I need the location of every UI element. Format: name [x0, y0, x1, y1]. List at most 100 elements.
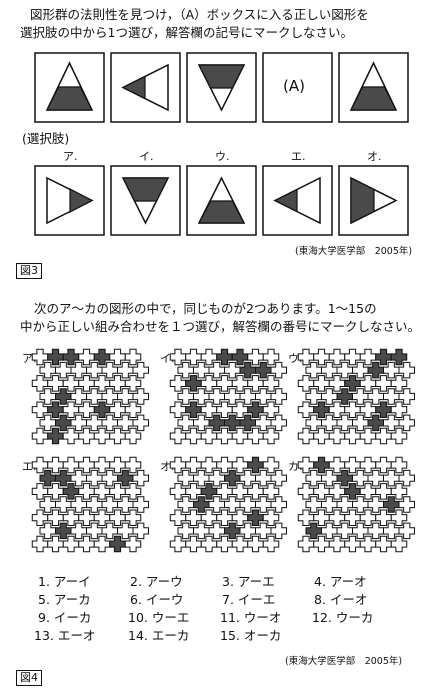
- option-15[interactable]: 15. オーカ: [220, 628, 282, 643]
- white-cross-tile: [47, 483, 64, 500]
- white-cross-tile: [31, 427, 49, 445]
- white-cross-tile: [101, 469, 118, 487]
- choice-box-a[interactable]: [34, 165, 105, 236]
- white-cross-tile: [31, 535, 49, 553]
- dark-cross-tile: [224, 522, 241, 540]
- white-cross-tile: [101, 361, 118, 379]
- dark-cross-tile: [231, 348, 249, 366]
- white-cross-tile: [93, 509, 111, 526]
- choice-box-i[interactable]: [110, 165, 181, 236]
- dark-cross-tile: [344, 375, 361, 392]
- dark-cross-tile: [185, 401, 202, 418]
- white-cross-tile: [231, 456, 249, 474]
- white-cross-tile: [344, 401, 361, 418]
- white-cross-tile: [216, 509, 233, 526]
- white-cross-tile: [208, 388, 225, 405]
- white-cross-tile: [398, 361, 415, 379]
- white-cross-tile: [117, 522, 134, 540]
- white-cross-tile: [109, 509, 126, 526]
- option-14[interactable]: 14. エーカ: [128, 628, 190, 643]
- white-cross-tile: [375, 483, 392, 500]
- dark-cross-tile: [93, 348, 111, 366]
- option-7[interactable]: 7. イーエ: [222, 592, 276, 607]
- white-cross-tile: [177, 522, 194, 540]
- dark-cross-tile: [216, 348, 233, 366]
- white-cross-tile: [109, 401, 126, 418]
- white-cross-tile: [270, 361, 287, 379]
- dark-cross-tile: [247, 401, 264, 418]
- white-cross-tile: [239, 522, 256, 540]
- option-1[interactable]: 1. アーイ: [38, 574, 91, 589]
- white-cross-tile: [398, 469, 415, 487]
- white-cross-tile: [70, 496, 87, 513]
- white-cross-tile: [193, 388, 210, 405]
- choice-box-o[interactable]: [338, 165, 409, 236]
- option-8[interactable]: 8. イーオ: [314, 592, 368, 607]
- white-cross-tile: [185, 509, 202, 526]
- choice-box-e[interactable]: [262, 165, 333, 236]
- white-cross-tile: [177, 388, 194, 405]
- white-cross-tile: [124, 456, 142, 474]
- choice-box-u[interactable]: [186, 165, 257, 236]
- white-cross-tile: [375, 427, 392, 445]
- white-cross-tile: [359, 483, 377, 500]
- option-4[interactable]: 4. アーオ: [314, 574, 367, 589]
- white-cross-tile: [78, 483, 95, 500]
- white-cross-tile: [169, 483, 187, 500]
- white-cross-tile: [70, 361, 87, 379]
- white-cross-tile: [55, 361, 72, 379]
- white-cross-tile: [193, 361, 210, 379]
- dark-cross-tile: [55, 414, 72, 432]
- white-cross-tile: [239, 469, 256, 487]
- white-cross-tile: [359, 535, 377, 553]
- white-cross-tile: [101, 496, 118, 513]
- white-cross-tile: [208, 496, 225, 513]
- white-cross-tile: [352, 522, 369, 540]
- dark-cross-tile: [336, 469, 353, 487]
- dark-cross-tile: [239, 361, 256, 379]
- dark-cross-tile: [383, 496, 400, 513]
- white-cross-tile: [78, 401, 95, 418]
- white-cross-tile: [390, 535, 408, 553]
- white-cross-tile: [31, 483, 49, 500]
- option-11[interactable]: 11. ウーオ: [220, 610, 282, 625]
- option-3[interactable]: 3. アーエ: [222, 574, 275, 589]
- white-cross-tile: [101, 414, 118, 432]
- option-9[interactable]: 9. イーカ: [38, 610, 92, 625]
- white-cross-tile: [270, 522, 287, 540]
- option-12[interactable]: 12. ウーカ: [312, 610, 374, 625]
- white-cross-tile: [78, 427, 95, 445]
- white-cross-tile: [328, 535, 346, 553]
- dark-cross-tile: [62, 483, 80, 500]
- white-cross-tile: [336, 496, 353, 513]
- q4-instruction-line2: 中から正しい組み合わせを１つ選び，解答欄の番号にマークしなさい。: [20, 319, 421, 334]
- white-cross-tile: [297, 348, 315, 366]
- white-cross-tile: [328, 456, 346, 474]
- white-cross-tile: [247, 483, 264, 500]
- white-cross-tile: [328, 509, 346, 526]
- white-cross-tile: [78, 375, 95, 392]
- option-6[interactable]: 6. イーウ: [130, 592, 184, 607]
- white-cross-tile: [86, 361, 103, 379]
- dark-cross-tile: [247, 509, 264, 526]
- white-cross-tile: [200, 375, 218, 392]
- option-2[interactable]: 2. アーウ: [130, 574, 183, 589]
- dark-cross-tile: [344, 483, 361, 500]
- white-cross-tile: [231, 509, 249, 526]
- sequence-box-2: [110, 52, 181, 123]
- white-cross-tile: [109, 483, 126, 500]
- white-cross-tile: [31, 509, 49, 526]
- option-5[interactable]: 5. アーカ: [38, 592, 91, 607]
- dark-cross-tile: [239, 414, 256, 432]
- white-cross-tile: [367, 469, 384, 487]
- white-cross-tile: [193, 414, 210, 432]
- option-13[interactable]: 13. エーオ: [34, 628, 96, 643]
- dark-cross-tile: [247, 456, 264, 474]
- option-10[interactable]: 10. ウーエ: [128, 610, 190, 625]
- white-cross-tile: [247, 375, 264, 392]
- dark-cross-tile: [55, 388, 72, 405]
- white-cross-tile: [398, 496, 415, 513]
- dark-cross-tile: [185, 375, 202, 392]
- white-cross-tile: [216, 456, 233, 474]
- white-cross-tile: [383, 388, 400, 405]
